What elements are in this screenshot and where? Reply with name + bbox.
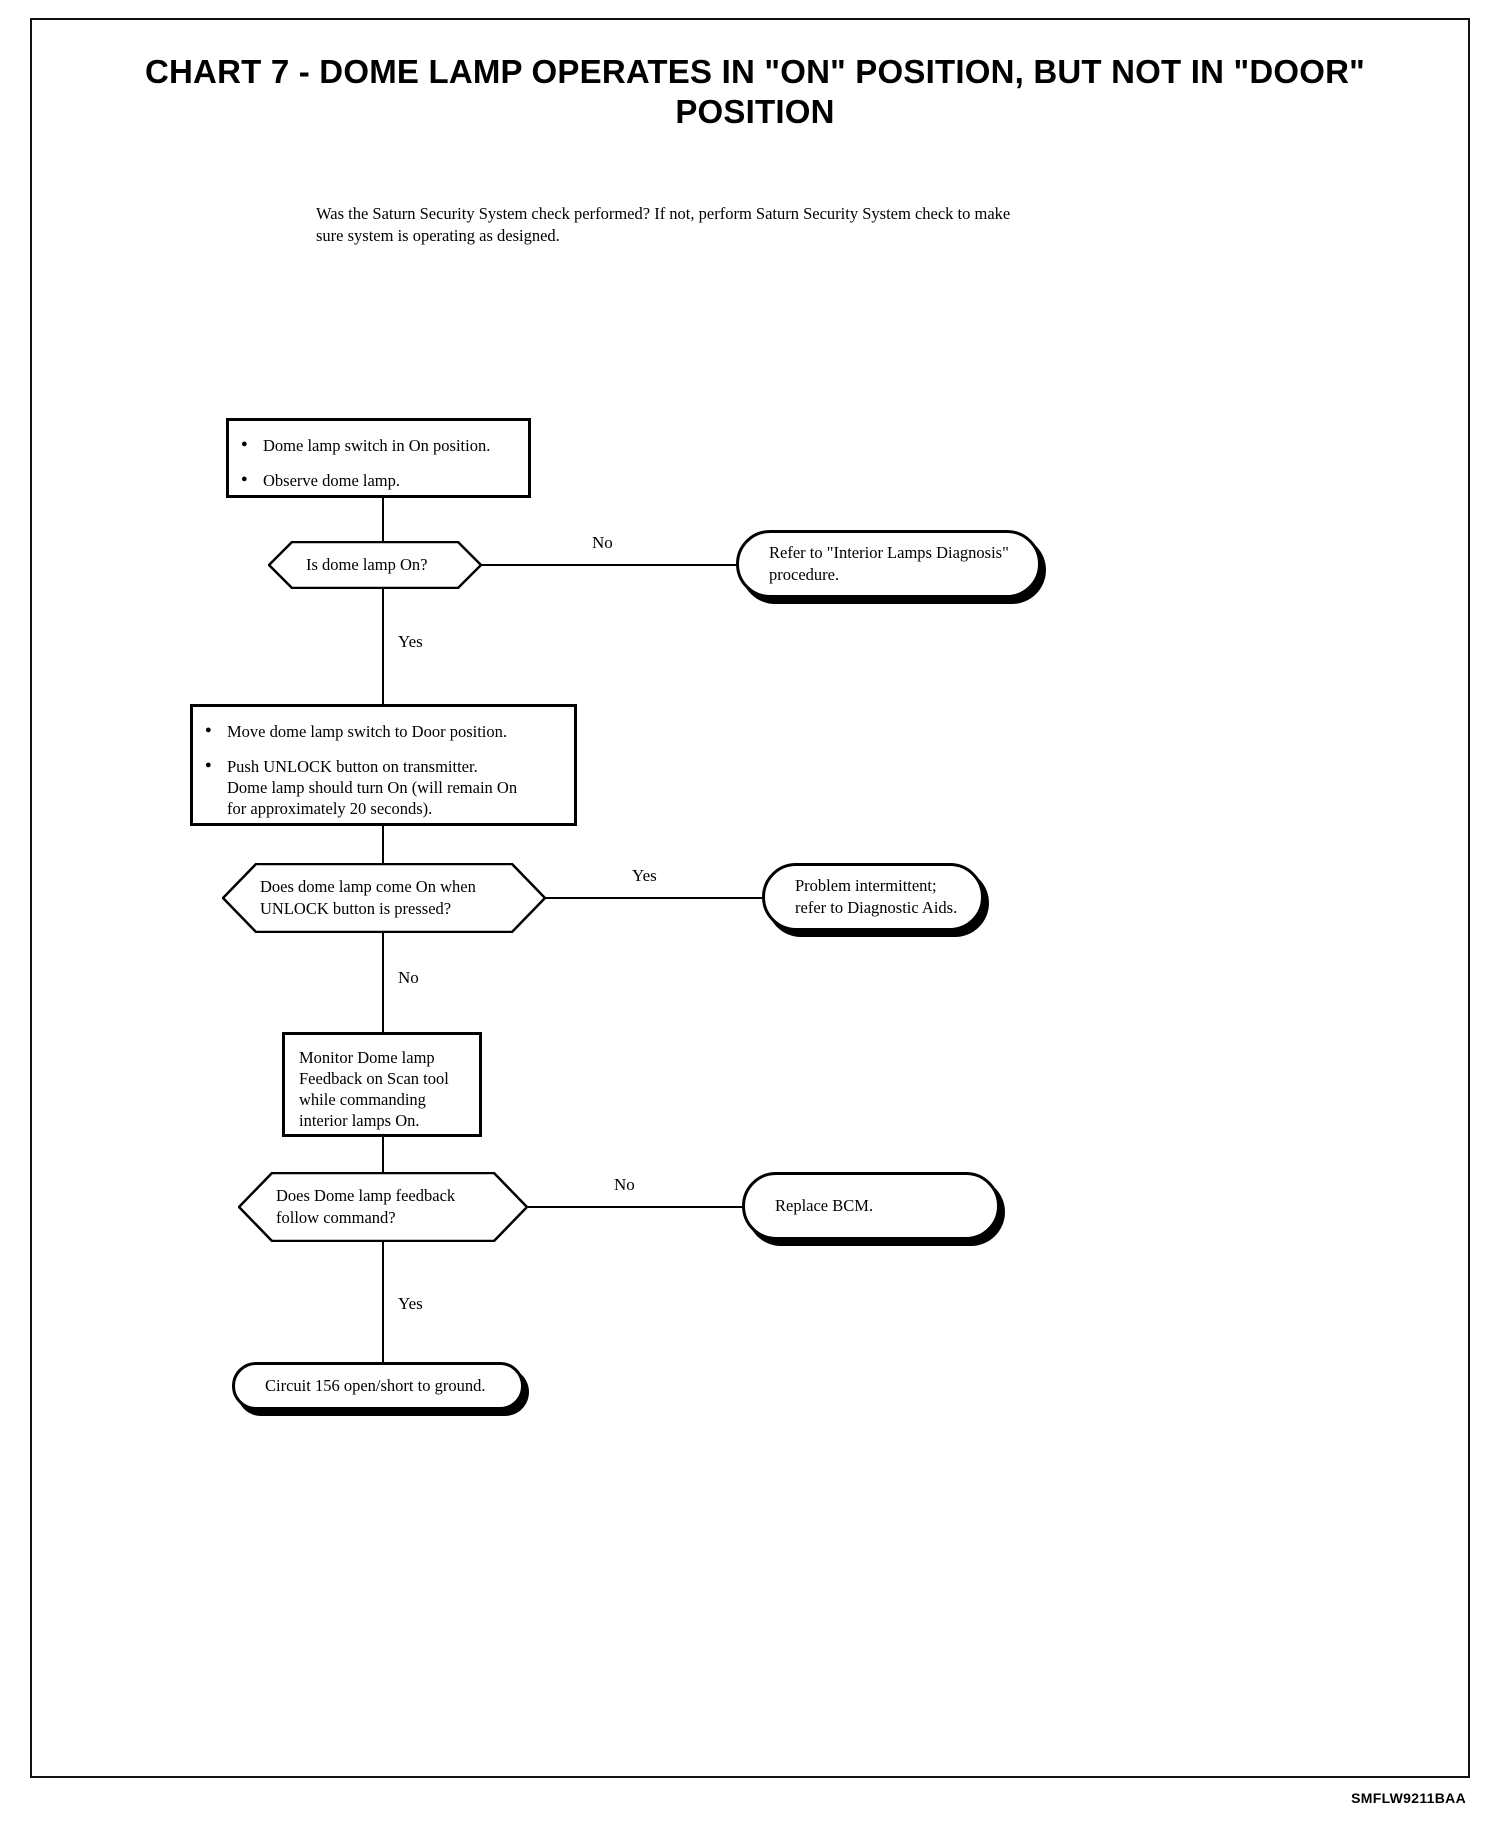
process-box-3-line-3: while commanding [299,1090,426,1109]
process-box-3-line-1: Monitor Dome lamp [299,1048,435,1067]
terminal-3-line-1: Replace BCM. [775,1196,874,1215]
process-box-3-line-2: Feedback on Scan tool [299,1069,449,1088]
page-border [30,18,1470,1778]
decision-3: Does Dome lamp feedback follow command? [238,1172,528,1242]
terminal-3: Replace BCM. [742,1172,1005,1246]
document-code: SMFLW9211BAA [1351,1790,1466,1806]
terminal-2: Problem intermittent; refer to Diagnosti… [762,863,989,937]
process-box-2-bullet-2-line-2: Dome lamp should turn On (will remain On [227,778,518,797]
terminal-4: Circuit 156 open/short to ground. [232,1362,529,1416]
decision-2-line-1: Does dome lamp come On when [260,877,476,896]
process-box-2-bullet-1: Move dome lamp switch to Door position. [197,720,564,742]
process-box-1-bullet-1: Dome lamp switch in On position. [233,434,520,456]
process-box-2-bullet-2: Push UNLOCK button on transmitter. Dome … [197,755,564,819]
connector-decision2-to-box3 [382,933,384,1033]
process-box-2: Move dome lamp switch to Door position. … [190,704,577,826]
branch-label-decision1-yes: Yes [398,632,423,651]
process-box-2-bullet-2-line-1: Push UNLOCK button on transmitter. [227,757,478,776]
decision-1: Is dome lamp On? [268,541,482,589]
branch-label-decision2-no: No [398,968,419,987]
connector-decision1-to-box2 [382,589,384,705]
process-box-2-bullet-2-line-3: for approximately 20 seconds). [227,799,433,818]
decision-3-line-1: Does Dome lamp feedback [276,1186,456,1205]
terminal-1-line-1: Refer to "Interior Lamps Diagnosis" [769,543,1009,562]
connector-box3-to-decision3 [382,1137,384,1173]
connector-box2-to-decision2 [382,826,384,864]
process-box-1: Dome lamp switch in On position. Observe… [226,418,531,498]
process-box-3: Monitor Dome lamp Feedback on Scan tool … [282,1032,482,1137]
connector-decision3-to-terminal3 [528,1206,742,1208]
connector-decision3-to-terminal4 [382,1242,384,1362]
branch-label-decision3-yes: Yes [398,1294,423,1313]
connector-decision2-to-terminal2 [546,897,762,899]
decision-3-line-2: follow command? [276,1208,396,1227]
process-box-3-line-4: interior lamps On. [299,1111,420,1130]
terminal-2-line-1: Problem intermittent; [795,876,937,895]
branch-label-decision1-no: No [592,533,613,552]
page-title: CHART 7 - DOME LAMP OPERATES IN "ON" POS… [144,53,1366,130]
connector-decision1-to-terminal1 [482,564,736,566]
branch-label-decision3-no: No [614,1175,635,1194]
decision-3-shape [238,1172,528,1242]
decision-2-line-2: UNLOCK button is pressed? [260,899,452,918]
intro-paragraph: Was the Saturn Security System check per… [316,204,1011,245]
decision-1-line-1: Is dome lamp On? [306,555,428,574]
decision-1-shape [268,541,482,589]
terminal-4-line-1: Circuit 156 open/short to ground. [265,1376,486,1395]
terminal-1-line-2: procedure. [769,565,840,584]
terminal-1: Refer to "Interior Lamps Diagnosis" proc… [736,530,1046,604]
connector-box1-to-decision1 [382,498,384,542]
branch-label-decision2-yes: Yes [632,866,657,885]
decision-2: Does dome lamp come On when UNLOCK butto… [222,863,546,933]
terminal-2-line-2: refer to Diagnostic Aids. [795,898,958,917]
decision-2-shape [222,863,546,933]
process-box-1-bullet-2: Observe dome lamp. [233,469,520,491]
